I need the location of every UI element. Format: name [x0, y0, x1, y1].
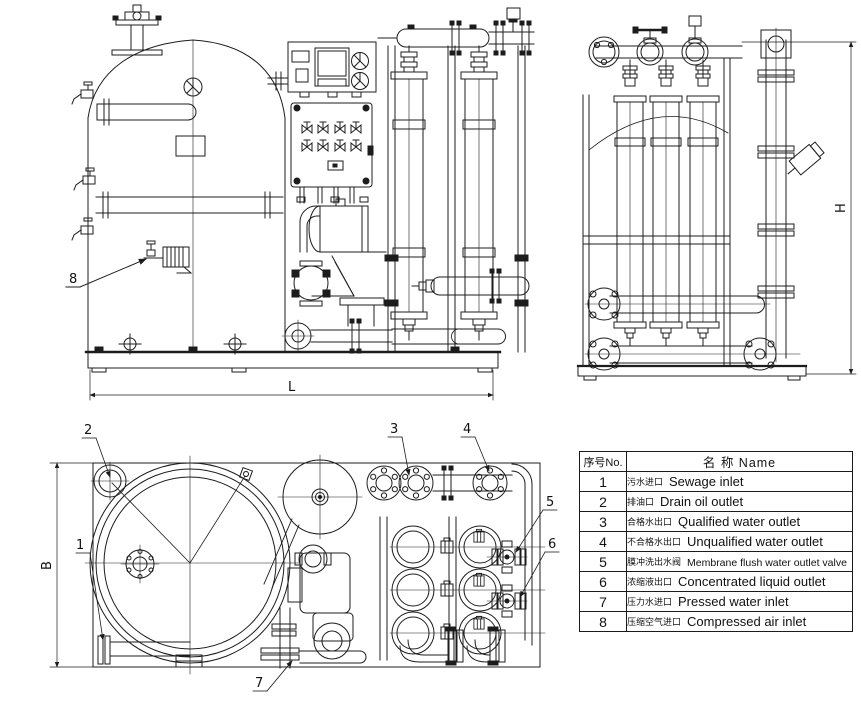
table-header-row: 序号No. 名 称 Name: [579, 451, 853, 472]
header-name: 名 称 Name: [626, 451, 853, 472]
side-view: H: [576, 15, 857, 381]
part-name-cn: 排油口: [627, 496, 655, 507]
pump-motor-front: [281, 198, 393, 354]
front-view: 8 L: [65, 4, 535, 401]
part-name-en: Compressed air inlet: [687, 613, 807, 629]
part-number: 2: [579, 491, 627, 512]
membrane-tubes-top: [379, 516, 546, 666]
callout-8: 8: [69, 272, 77, 287]
part-name-cn: 不合格水出口: [627, 536, 682, 547]
part-number: 1: [579, 471, 627, 492]
callout-1: 1: [76, 538, 84, 553]
part-name: 排油口 Drain oil outlet: [626, 491, 853, 512]
dim-label-H: H: [834, 203, 849, 213]
header-valve-2: [681, 15, 709, 66]
callouts: 1 2 3 4 5 6 7: [75, 422, 560, 692]
part-name-cn: 膜冲洗出水阀: [627, 556, 682, 567]
dim-label-L: L: [288, 380, 296, 395]
part-number: 4: [579, 531, 627, 552]
part-name: 浓缩液出口 Concentrated liquid outlet: [626, 571, 853, 592]
top-header-pipe: [377, 7, 535, 56]
part-name-en: Drain oil outlet: [660, 493, 744, 509]
part-name-cn: 浓缩液出口: [627, 576, 673, 587]
part-name-cn: 压力水进口: [627, 596, 673, 607]
dim-B: B: [40, 462, 94, 668]
membrane-column: [686, 59, 720, 347]
pump-top: [260, 552, 367, 669]
dim-H: H: [741, 41, 857, 375]
part-name-en: Qualified water outlet: [678, 513, 801, 529]
part-name: 不合格水出口 Unqualified water outlet: [626, 531, 853, 552]
part-number: 6: [579, 571, 627, 592]
callout-6: 6: [548, 537, 556, 552]
part-number: 3: [579, 511, 627, 532]
part-name-cn: 污水进口: [627, 476, 664, 487]
callout-7: 7: [255, 676, 263, 691]
valve-cabinet: [290, 102, 374, 204]
part-name: 合格水出口 Qualified water outlet: [626, 511, 853, 532]
part-name: 污水进口 Sewage inlet: [626, 471, 853, 492]
part-number: 5: [579, 551, 627, 572]
bottom-pipe-front: [391, 328, 506, 345]
part-name-en: Sewage inlet: [669, 473, 744, 489]
part-number: 7: [579, 591, 627, 612]
callout-5: 5: [546, 495, 554, 510]
membrane-column: [649, 59, 683, 347]
flush-valve-top: [486, 540, 528, 574]
part-name-en: Membrane flush water outlet valve: [687, 556, 847, 569]
part-number: 8: [579, 611, 627, 632]
dim-label-B: B: [40, 561, 55, 570]
mid-cross-pipe: [411, 268, 530, 304]
dim-L: L: [89, 369, 494, 401]
membrane-column: [390, 45, 428, 341]
callout-4: 4: [463, 422, 471, 437]
part-name-cn: 合格水出口: [627, 516, 673, 527]
part-name: 膜冲洗出水阀 Membrane flush water outlet valve: [626, 551, 853, 572]
callout-8-group: 8: [65, 240, 193, 288]
callout-3: 3: [390, 422, 398, 437]
standpipe: [757, 27, 825, 363]
part-name: 压力水进口 Pressed water inlet: [626, 591, 853, 612]
control-panel: [267, 41, 377, 98]
part-name: 压缩空气进口 Compressed air inlet: [626, 611, 853, 632]
part-name-en: Concentrated liquid outlet: [678, 573, 826, 589]
callout-2: 2: [84, 423, 92, 438]
part-name-en: Pressed water inlet: [678, 593, 789, 609]
part-name-en: Unqualified water outlet: [687, 533, 823, 549]
header-no: 序号No.: [579, 451, 627, 472]
angle-fitting: [787, 141, 825, 176]
part-name-cn: 压缩空气进口: [627, 616, 682, 627]
membrane-column: [613, 59, 647, 347]
top-plan-view: B 1 2 3 4 5 6 7: [40, 422, 560, 692]
header-valve-1: [632, 26, 668, 66]
